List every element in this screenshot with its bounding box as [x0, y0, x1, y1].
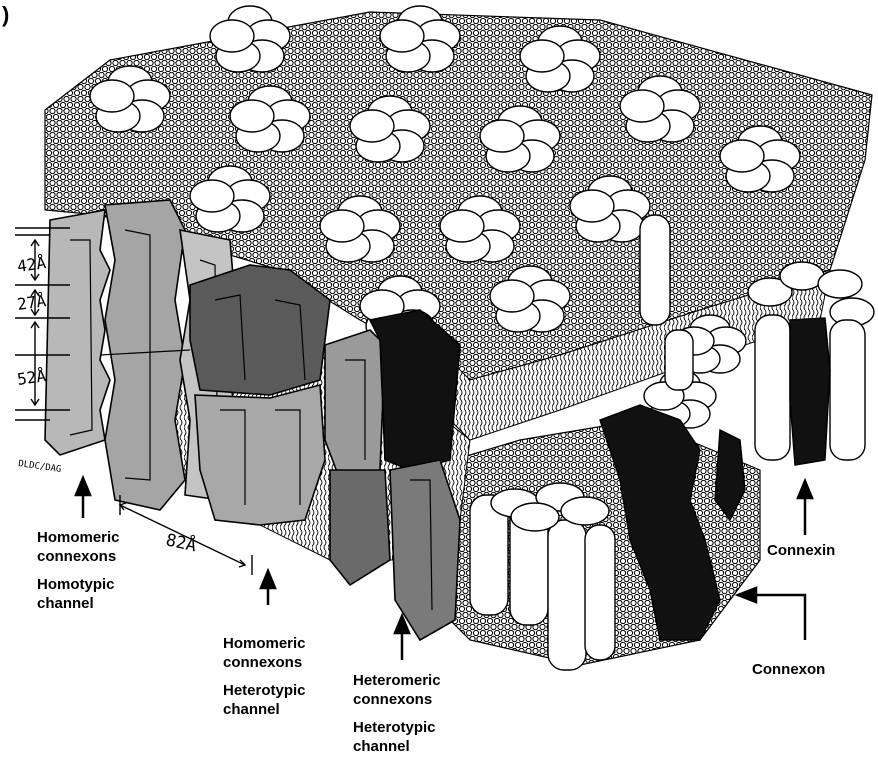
label-line: Homomeric [223, 634, 306, 653]
label-line: channel [37, 594, 120, 613]
dim-42a: 42Å [16, 253, 48, 276]
label-line: connexons [353, 690, 441, 709]
dim-82a: 82Å [164, 528, 199, 556]
label-line: Heterotypic [353, 718, 441, 737]
label-line: Heterotypic [223, 681, 306, 700]
dim-27a: 27Å [16, 291, 48, 314]
heteromeric-channel [325, 310, 460, 640]
panel-mark: ) [2, 2, 9, 27]
dim-52a: 52Å [16, 366, 48, 389]
heterotypic-channel-homomeric [190, 265, 330, 525]
label-line: channel [223, 700, 306, 719]
label-homomeric-heterotypic: Homomeric connexons Heterotypic channel [223, 634, 306, 719]
label-line: Heteromeric [353, 671, 441, 690]
label-connexin: Connexin [767, 541, 835, 560]
label-line: connexons [37, 547, 120, 566]
label-homomeric-homotypic: Homomeric connexons Homotypic channel [37, 528, 120, 613]
label-line: Homotypic [37, 575, 120, 594]
label-line: Homomeric [37, 528, 120, 547]
label-connexon: Connexon [752, 660, 825, 679]
label-line: connexons [223, 653, 306, 672]
label-heteromeric-heterotypic: Heteromeric connexons Heterotypic channe… [353, 671, 441, 756]
credit-initials: DLDC/DAG [18, 459, 62, 475]
label-line: channel [353, 737, 441, 756]
